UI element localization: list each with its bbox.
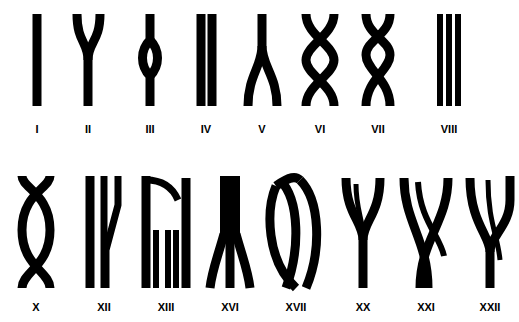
roman-numeral-label: XIII: [158, 302, 175, 313]
roman-numeral-label: IV: [201, 124, 211, 135]
roman-numeral-label: XII: [97, 302, 110, 313]
roman-numeral-label: VIII: [441, 124, 458, 135]
roman-numeral-label: III: [145, 124, 154, 135]
roman-numeral-label: II: [85, 124, 91, 135]
roman-numeral-label: XXII: [480, 302, 501, 313]
roman-numeral-label: I: [35, 124, 38, 135]
roman-numeral-label: XVII: [286, 302, 307, 313]
roman-numeral-label: VI: [315, 124, 325, 135]
roman-numeral-label: XX: [356, 302, 371, 313]
roman-numeral-label: VII: [371, 124, 384, 135]
roman-numeral-label: XXI: [417, 302, 435, 313]
roman-numeral-label: X: [32, 302, 39, 313]
roman-numeral-label: V: [258, 124, 265, 135]
roman-numeral-label: XVI: [221, 302, 239, 313]
